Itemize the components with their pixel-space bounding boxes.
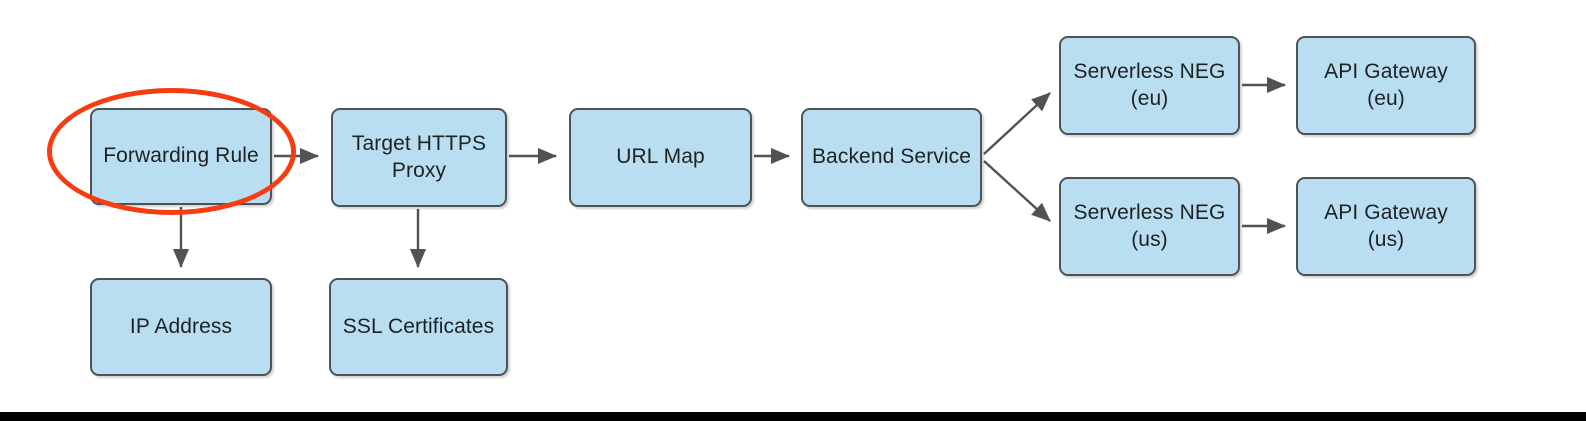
node-label-serverless-neg-eu: Serverless NEG (eu) [1073,59,1226,110]
node-label-ssl-certificates: SSL Certificates [342,314,495,338]
node-ssl-certificates[interactable]: SSL Certificates [329,278,508,376]
node-label-api-gateway-us: API Gateway (us) [1324,200,1448,251]
node-api-gateway-eu[interactable]: API Gateway (eu) [1296,36,1476,135]
node-url-map[interactable]: URL Map [569,108,752,207]
node-target-https-proxy[interactable]: Target HTTPS Proxy [331,108,507,207]
node-api-gateway-us[interactable]: API Gateway (us) [1296,177,1476,276]
node-forwarding-rule[interactable]: Forwarding Rule [90,108,272,205]
node-serverless-neg-us[interactable]: Serverless NEG (us) [1059,177,1240,276]
node-label-ip-address: IP Address [129,314,233,338]
edge-backend-service-to-neg-us [983,160,1051,222]
node-ip-address[interactable]: IP Address [90,278,272,376]
bottom-black-band [0,412,1586,421]
node-serverless-neg-eu[interactable]: Serverless NEG (eu) [1059,36,1240,135]
node-label-serverless-neg-us: Serverless NEG (us) [1073,200,1226,251]
edge-backend-service-to-neg-eu [983,92,1051,155]
node-label-backend-service: Backend Service [811,145,972,169]
node-label-api-gateway-eu: API Gateway (eu) [1324,59,1448,110]
node-backend-service[interactable]: Backend Service [801,108,982,207]
node-label-target-https-proxy: Target HTTPS Proxy [351,131,487,182]
node-label-url-map: URL Map [616,145,705,169]
node-label-forwarding-rule: Forwarding Rule [103,144,259,168]
